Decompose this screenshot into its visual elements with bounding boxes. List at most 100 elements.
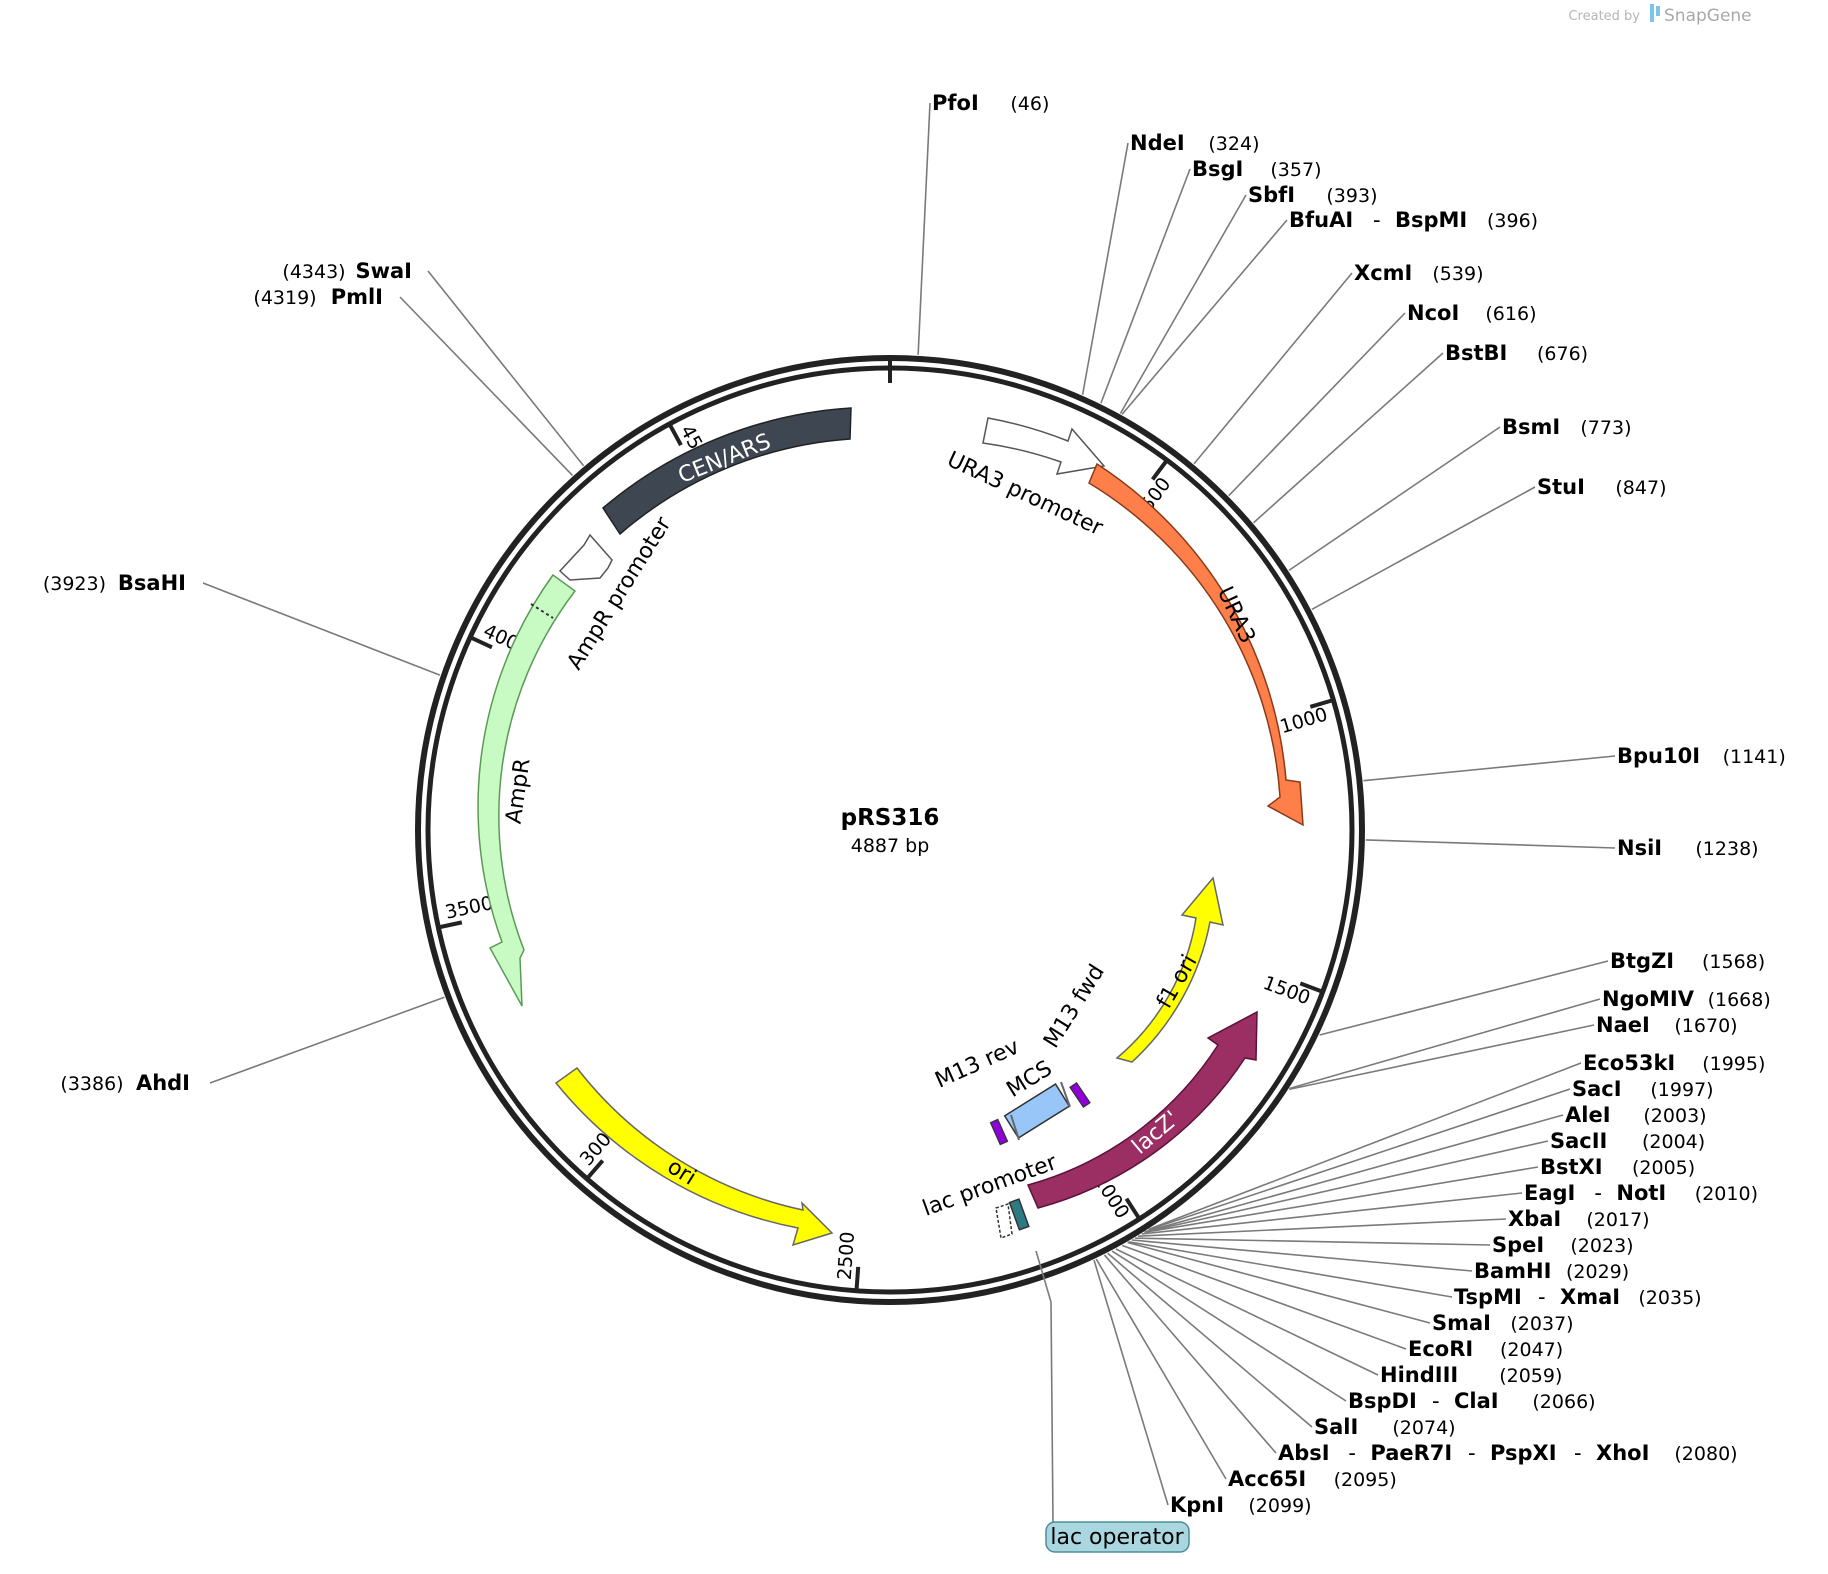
site-label-bfuai-bspmi[interactable]: BfuAI-BspMI(396) xyxy=(1289,208,1538,232)
ampr-promoter-label: AmpR promoter xyxy=(563,512,677,674)
feature-m13-fwd[interactable]: M13 fwd xyxy=(1039,960,1110,1109)
site-label-nsii[interactable]: NsiI(1238) xyxy=(1617,836,1759,860)
site-name: NgoMIV xyxy=(1602,987,1695,1011)
site-position: (2037) xyxy=(1510,1313,1573,1335)
feature-ampr-promoter[interactable]: AmpR promoter xyxy=(558,512,677,674)
plasmid-name: pRS316 xyxy=(841,805,940,831)
site-label-bstbi[interactable]: BstBI(676) xyxy=(1445,341,1588,365)
site-name: NotI xyxy=(1616,1181,1666,1205)
site-position: (2080) xyxy=(1674,1443,1737,1465)
tick-mark xyxy=(1150,460,1168,481)
site-position: (1238) xyxy=(1695,838,1758,860)
site-leader xyxy=(1145,1114,1564,1233)
site-name: XbaI xyxy=(1508,1207,1561,1231)
site-label-sacii[interactable]: SacII(2004) xyxy=(1550,1129,1705,1153)
site-leader xyxy=(1081,142,1129,395)
site-name: Acc65I xyxy=(1228,1467,1306,1491)
site-label-ndei[interactable]: NdeI(324) xyxy=(1130,131,1259,155)
m13-fwd-label: M13 fwd xyxy=(1039,960,1110,1052)
site-label-bsmi[interactable]: BsmI(773) xyxy=(1502,415,1631,439)
site-position: (2059) xyxy=(1499,1365,1562,1387)
site-label-ncoi[interactable]: NcoI(616) xyxy=(1407,301,1536,325)
site-name: BamHI xyxy=(1474,1259,1551,1283)
feature-f1-ori[interactable]: f1 ori xyxy=(1115,876,1224,1063)
site-position: (1995) xyxy=(1702,1053,1765,1075)
site-label-hindiii[interactable]: HindIII(2059) xyxy=(1380,1363,1562,1387)
site-label-naei[interactable]: NaeI(1670) xyxy=(1596,1013,1738,1037)
lac-promoter-box xyxy=(1008,1198,1030,1231)
site-leader xyxy=(1363,755,1616,782)
site-label-btgzi[interactable]: BtgZI(1568) xyxy=(1610,949,1765,973)
tick-mark xyxy=(668,424,683,447)
site-label-bspdi-clai[interactable]: BspDI-ClaI(2066) xyxy=(1348,1389,1596,1413)
site-leader xyxy=(1138,1218,1507,1238)
site-label-eco53ki[interactable]: Eco53kI(1995) xyxy=(1583,1051,1765,1075)
f1-ori-arrow xyxy=(1115,876,1224,1063)
site-name: KpnI xyxy=(1170,1493,1224,1517)
site-leader xyxy=(399,296,574,476)
site-label-xcmi[interactable]: XcmI(539) xyxy=(1354,261,1483,285)
site-label-bamhi[interactable]: BamHI(2029) xyxy=(1474,1259,1629,1283)
tick-mark xyxy=(854,1266,861,1289)
ura3-promoter-arrow xyxy=(982,417,1106,475)
site-label-bsgi[interactable]: BsgI(357) xyxy=(1192,157,1321,181)
site-position: (2003) xyxy=(1643,1105,1706,1127)
site-position: (2010) xyxy=(1695,1183,1758,1205)
feature-ura3[interactable]: URA3 xyxy=(1088,462,1304,827)
site-label-pfoi[interactable]: PfoI(46) xyxy=(932,91,1049,115)
site-label-bsahi[interactable]: BsaHI(3923) xyxy=(43,571,186,595)
site-leader xyxy=(1103,1254,1277,1454)
site-name: ClaI xyxy=(1454,1389,1499,1413)
site-label-ahdi[interactable]: AhdI(3386) xyxy=(60,1071,190,1095)
site-name: TspMI xyxy=(1454,1285,1522,1309)
site-leader xyxy=(1148,1088,1571,1231)
site-position: (2005) xyxy=(1632,1157,1695,1179)
site-label-ngomiv[interactable]: NgoMIV(1668) xyxy=(1602,987,1771,1011)
site-label-sbfi[interactable]: SbfI(393) xyxy=(1248,183,1377,207)
site-leader xyxy=(1193,272,1353,465)
site-leader xyxy=(1100,168,1191,404)
site-leader xyxy=(1319,960,1609,1036)
site-name: Bpu10I xyxy=(1617,744,1700,768)
site-label-acc65i[interactable]: Acc65I(2095) xyxy=(1228,1467,1397,1491)
site-name: SwaI xyxy=(355,259,412,283)
site-label-alei[interactable]: AleI (2003) xyxy=(1565,1103,1707,1127)
site-label-smai[interactable]: SmaI(2037) xyxy=(1432,1311,1574,1335)
site-name: BspMI xyxy=(1395,208,1467,232)
site-label-bstxi[interactable]: BstXI(2005) xyxy=(1540,1155,1695,1179)
cen-ars-arrow xyxy=(602,407,852,536)
site-name: BsmI xyxy=(1502,415,1560,439)
mcs-bracket-right xyxy=(1060,1081,1071,1108)
site-label-spei[interactable]: SpeI(2023) xyxy=(1492,1233,1634,1257)
site-name: SbfI xyxy=(1248,183,1295,207)
site-label-absi-paer7i-pspxi-xhoi[interactable]: AbsI-PaeR7I-PspXI-XhoI(2080) xyxy=(1278,1441,1738,1465)
site-label-stui[interactable]: StuI(847) xyxy=(1537,475,1666,499)
site-label-kpni[interactable]: KpnI(2099) xyxy=(1170,1493,1312,1517)
site-leader xyxy=(1144,1140,1549,1233)
site-position: (2004) xyxy=(1642,1131,1705,1153)
site-name-separator: - xyxy=(1373,208,1381,232)
feature-ura3-promoter[interactable]: URA3 promoter xyxy=(943,417,1107,541)
site-label-saci[interactable]: SacI(1997) xyxy=(1572,1077,1714,1101)
ampr-promoter-arrow xyxy=(558,533,613,581)
site-leader xyxy=(1095,1258,1227,1480)
site-label-tspmi-xmai[interactable]: TspMI-XmaI(2035) xyxy=(1454,1285,1702,1309)
feature-mcs[interactable]: MCS xyxy=(1002,1056,1071,1141)
site-name: AhdI xyxy=(136,1071,190,1095)
site-leader xyxy=(1127,1241,1431,1324)
site-label-sali[interactable]: SalI(2074) xyxy=(1314,1415,1456,1439)
site-label-eagi-noti[interactable]: EagI-NotI(2010) xyxy=(1524,1181,1758,1205)
site-position: (4319) xyxy=(253,287,316,309)
site-name-separator: - xyxy=(1538,1285,1546,1309)
site-name: AleI xyxy=(1565,1103,1611,1127)
ura3-arrow xyxy=(1088,462,1304,827)
site-leader xyxy=(1289,998,1601,1090)
site-label-bpu10i[interactable]: Bpu10I(1141) xyxy=(1617,744,1786,768)
site-label-swai[interactable]: SwaI(4343) xyxy=(282,259,412,283)
site-label-xbai[interactable]: XbaI(2017) xyxy=(1508,1207,1650,1231)
site-leader xyxy=(1107,1252,1313,1428)
feature-lac-operator[interactable]: lac operator xyxy=(1035,1250,1190,1553)
site-label-pmli[interactable]: PmlI(4319) xyxy=(253,285,383,309)
site-label-ecori[interactable]: EcoRI(2047) xyxy=(1408,1337,1563,1361)
site-position: (1568) xyxy=(1702,951,1765,973)
